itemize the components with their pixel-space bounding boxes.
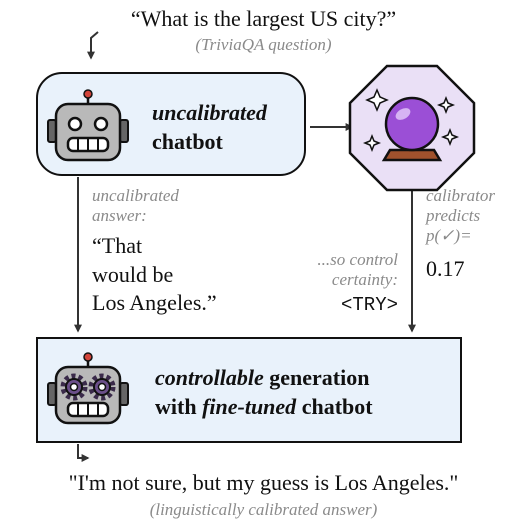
calibrator-line3: p(✓)= xyxy=(426,226,472,246)
uncalibrated-answer-label-line1: uncalibrated xyxy=(92,186,179,205)
control-certainty-label: ...so control certainty: xyxy=(250,250,398,290)
calibrator-line2: predicts xyxy=(426,206,481,226)
right-gear-icon xyxy=(88,373,116,401)
generation-box-label: controllable generation with fine-tuned … xyxy=(155,363,373,422)
final-answer-caption: (linguistically calibrated answer) xyxy=(149,500,378,519)
question-arrow xyxy=(87,31,99,60)
uncalibrated-answer-line2: would be xyxy=(92,261,174,287)
question-source: (TriviaQA question) xyxy=(195,35,332,54)
calibrator-label: calibrator predicts p(✓)= xyxy=(426,186,495,246)
uncalibrated-answer-text: “That would be Los Angeles.” xyxy=(92,232,217,318)
control-token: <TRY> xyxy=(340,294,398,316)
generation-box-em1: controllable xyxy=(155,365,264,390)
uncalibrated-answer-line1: “That xyxy=(92,233,143,258)
generation-box-em2: fine-tuned xyxy=(202,394,297,420)
uncalibrated-answer-label-line2: answer: xyxy=(92,206,147,226)
control-label-line2: certainty: xyxy=(331,270,398,290)
chatbot-box-line2: chatbot xyxy=(152,129,223,155)
uncalibrated-answer-line3: Los Angeles.” xyxy=(92,290,217,316)
generation-box-text2: with xyxy=(155,394,203,420)
calibrator-value: 0.17 xyxy=(426,256,465,281)
output-arrow xyxy=(77,444,90,462)
generation-box-text3: chatbot xyxy=(296,394,373,420)
calibrator-line1: calibrator xyxy=(426,186,495,205)
fine-tuned-robot-icon xyxy=(47,352,129,425)
uncalibrated-answer-label: uncalibrated answer: xyxy=(92,186,179,226)
crystal-ball-icon xyxy=(348,64,476,192)
generation-box-text1: generation xyxy=(263,365,370,390)
chatbot-box-emphasis: uncalibrated xyxy=(152,100,267,125)
control-label-line1: ...so control xyxy=(317,250,398,269)
robot-icon xyxy=(47,89,129,162)
question-text: “What is the largest US city?” xyxy=(130,6,397,31)
left-gear-icon xyxy=(60,373,88,401)
final-answer-text: "I'm not sure, but my guess is Los Angel… xyxy=(68,470,459,495)
chatbot-box-label: uncalibrated chatbot xyxy=(152,98,267,157)
